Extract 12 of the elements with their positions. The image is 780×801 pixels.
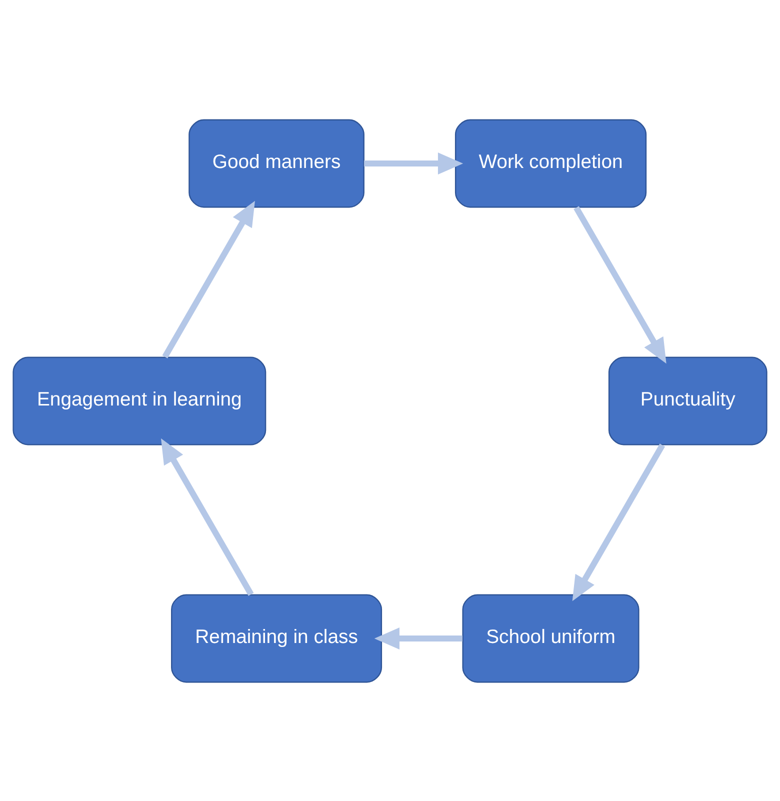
node-box: Engagement in learning xyxy=(12,356,266,445)
node-box: Work completion xyxy=(454,118,647,208)
arrow xyxy=(574,206,666,364)
node-box: Good manners xyxy=(188,118,364,208)
node-box: Punctuality xyxy=(608,356,768,445)
arrow xyxy=(364,152,464,174)
arrow xyxy=(374,626,462,649)
arrow xyxy=(160,438,254,596)
node-box: Remaining in class xyxy=(171,594,382,682)
node-box: School uniform xyxy=(462,594,640,682)
arrow xyxy=(162,200,255,358)
arrow xyxy=(572,443,666,601)
